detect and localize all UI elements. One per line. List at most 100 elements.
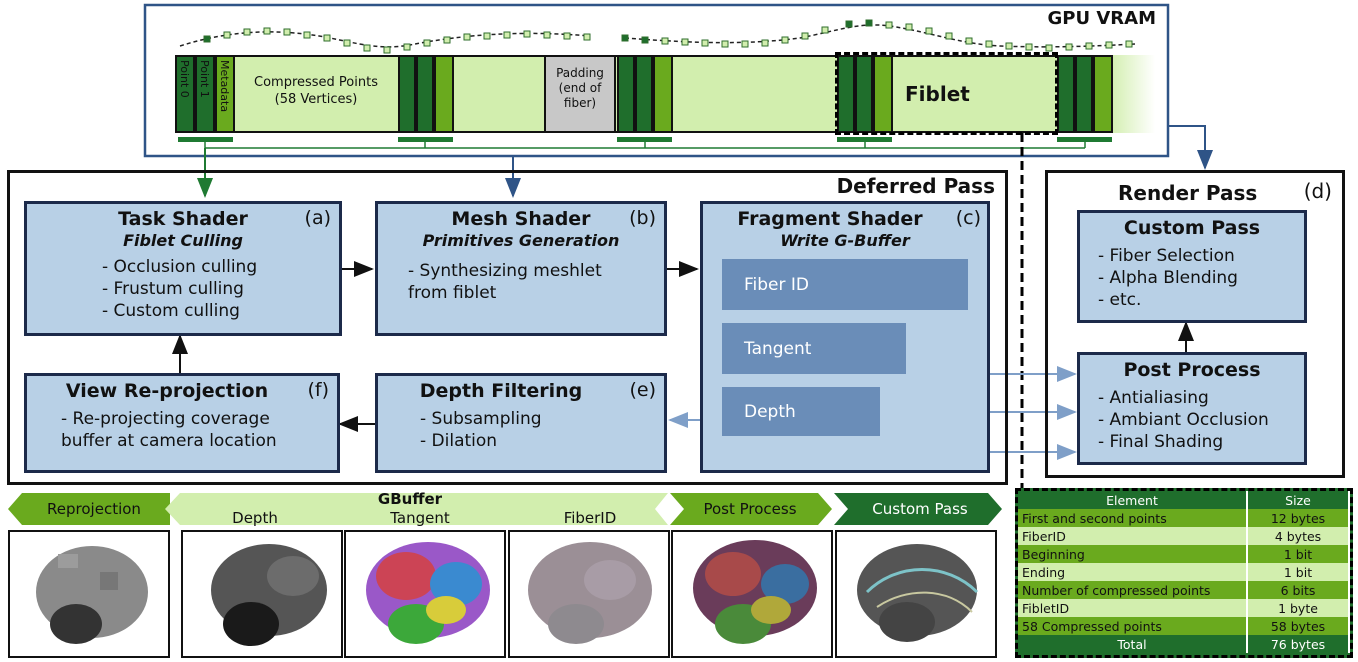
list-item: - Alpha Blending: [1098, 268, 1238, 288]
view-reprojection-tag: (f): [307, 379, 329, 401]
point1-block: [195, 55, 215, 133]
compressed-points-text: Compressed Points: [254, 75, 378, 90]
list-item: - Ambiant Occlusion: [1098, 410, 1269, 430]
table-cell: First and second points: [1018, 509, 1248, 527]
gbuffer-tangent: Tangent: [722, 323, 906, 374]
gpu-vram-frame: [143, 3, 1170, 158]
deferred-pass-title: Deferred Pass: [836, 174, 995, 198]
deferred-pass-frame: Deferred Pass: [7, 170, 1008, 485]
banner-post-process: Post Process: [703, 500, 797, 518]
mesh-shader-box: (b) Mesh Shader Primitives Generation - …: [375, 201, 667, 336]
render-pass-title: Render Pass: [1118, 181, 1258, 205]
list-item: - Fiber Selection: [1098, 246, 1235, 266]
table-cell: 4 bytes: [1247, 527, 1350, 545]
list-item: - etc.: [1098, 290, 1142, 310]
metadata-label: Metadata: [218, 60, 231, 113]
table-cell: FibletID: [1018, 599, 1248, 617]
task-shader-box: (a) Task Shader Fiblet Culling - Occlusi…: [24, 201, 342, 336]
list-item: buffer at camera location: [61, 431, 277, 451]
table-cell: Total: [1018, 635, 1248, 653]
reprojection-image: [8, 530, 170, 658]
banner-depth: Depth: [232, 509, 278, 527]
task-shader-title: Task Shader: [118, 208, 248, 230]
gpu-vram-title: GPU VRAM: [1047, 8, 1156, 29]
list-item: - Subsampling: [420, 409, 542, 429]
fiberid-image: [508, 530, 670, 658]
compressed-points-label: Compressed Points (58 Vertices): [235, 74, 397, 108]
post-process-title: Post Process: [1123, 359, 1261, 381]
render-pass-tag: (d): [1303, 179, 1332, 203]
table-cell: 1 bit: [1247, 563, 1350, 581]
vram-to-render-arrow: [1168, 125, 1213, 170]
post-process-box: Post Process - Antialiasing - Ambiant Oc…: [1077, 352, 1307, 465]
fragment-shader-tag: (c): [955, 207, 981, 229]
mesh-shader-title: Mesh Shader: [451, 208, 591, 230]
task-shader-subtitle: Fiblet Culling: [123, 231, 243, 250]
table-cell: Ending: [1018, 563, 1248, 581]
gbuffer-depth: Depth: [722, 387, 880, 436]
fiblet-label: Fiblet: [905, 82, 970, 106]
table-cell: 6 bits: [1247, 581, 1350, 599]
list-item: - Re-projecting coverage: [61, 409, 270, 429]
table-cell: 12 bytes: [1247, 509, 1350, 527]
view-reprojection-title: View Re-projection: [65, 380, 269, 402]
depth-filtering-title: Depth Filtering: [419, 380, 583, 402]
list-item: - Antialiasing: [1098, 388, 1209, 408]
custom-pass-box: Custom Pass - Fiber Selection - Alpha Bl…: [1077, 210, 1307, 323]
mesh-shader-subtitle: Primitives Generation: [422, 231, 620, 250]
task-shader-tag: (a): [304, 207, 331, 229]
fiblet-highlight: [835, 52, 1058, 135]
gbuffer-fiberid: Fiber ID: [722, 259, 968, 310]
list-item: from fiblet: [408, 283, 497, 303]
mesh-shader-tag: (b): [629, 207, 656, 229]
list-item: - Custom culling: [102, 301, 240, 321]
view-reprojection-box: (f) View Re-projection - Re-projecting c…: [24, 373, 340, 473]
render-pass-frame: Render Pass (d): [1045, 170, 1345, 478]
tangent-image: [344, 530, 506, 658]
depth-filtering-tag: (e): [629, 379, 656, 401]
point0-block: [175, 55, 195, 133]
table-cell: Number of compressed points: [1018, 581, 1248, 599]
table-cell: 1 byte: [1247, 599, 1350, 617]
banner-gbuffer: GBuffer: [377, 490, 443, 508]
fragment-shader-title: Fragment Shader: [737, 208, 923, 230]
banner-custom-pass: Custom Pass: [872, 500, 968, 518]
custom-pass-title: Custom Pass: [1123, 217, 1261, 239]
table-header-row: Element Size: [1018, 491, 1350, 509]
banner-reprojection: Reprojection: [47, 500, 141, 518]
table-cell: 58 Compressed points: [1018, 617, 1248, 635]
table-cell: 58 bytes: [1247, 617, 1350, 635]
padding-block: [544, 55, 616, 133]
banner-tangent: Tangent: [390, 509, 450, 527]
list-item: - Frustum culling: [102, 279, 244, 299]
compressed-points-sub: (58 Vertices): [274, 92, 358, 107]
table-cell: Beginning: [1018, 545, 1248, 563]
list-item: - Occlusion culling: [102, 257, 258, 277]
table-cell: 76 bytes: [1247, 635, 1350, 653]
padding-label: Padding (end of fiber): [556, 66, 604, 110]
point1-label: Point 1: [198, 60, 211, 98]
table-header-size: Size: [1247, 491, 1350, 509]
banner-fiberid: FiberID: [563, 509, 617, 527]
depth-filtering-box: (e) Depth Filtering - Subsampling - Dila…: [375, 373, 667, 473]
memory-fade: [1110, 55, 1155, 133]
metadata-block: [215, 55, 235, 133]
table-cell: FiberID: [1018, 527, 1248, 545]
table-header-element: Element: [1018, 491, 1248, 509]
list-item: - Dilation: [420, 431, 498, 451]
fragment-shader-subtitle: Write G-Buffer: [780, 231, 910, 250]
custom-pass-image: [835, 530, 997, 658]
list-item: - Final Shading: [1098, 432, 1224, 452]
post-process-image: [671, 530, 833, 658]
point0-label: Point 0: [178, 60, 191, 98]
fiber-curve-left: [179, 31, 591, 48]
